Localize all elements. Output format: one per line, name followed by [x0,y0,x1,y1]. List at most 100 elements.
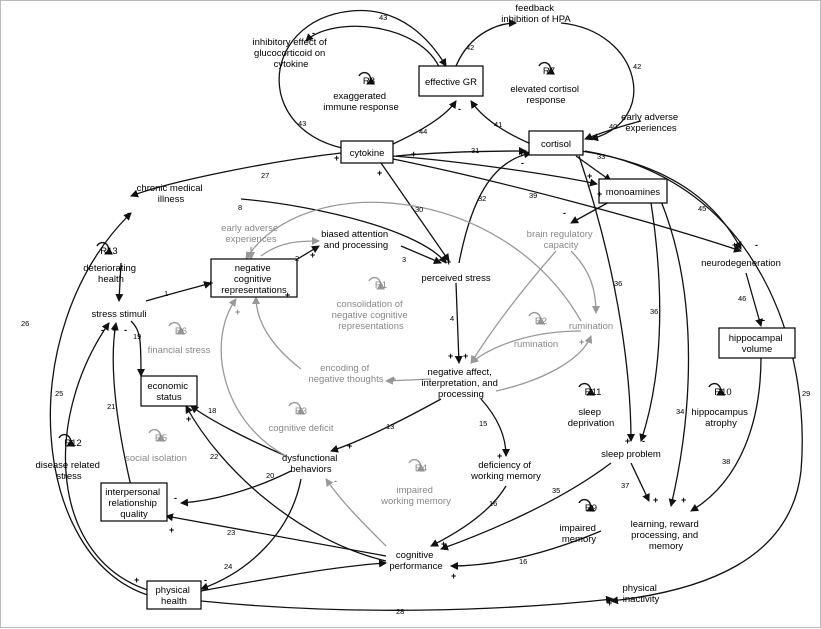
link-num-22: 22 [210,452,218,461]
label-social-isolation: social isolation [125,453,187,464]
label-perceived-stress: perceived stress [421,273,490,284]
link-num-41: 41 [494,120,502,129]
edge-35 [440,462,612,551]
label-impaired-memory: impaired memory [559,523,598,545]
label-biased-attention: biased attention and processing [321,229,391,251]
svg-text:+: + [519,148,524,158]
edge-36b [639,202,661,442]
edge-39 [392,158,742,253]
edge-grey-perf-dysf [325,478,387,547]
edge-21 [110,322,132,487]
loop-icons [58,61,726,512]
link-num-43a: 43 [379,13,387,22]
link-num-2: 2 [295,254,299,263]
edge-15 [480,398,510,457]
edge-44 [392,100,457,145]
label-feedback-hpa: feedback inhibition of HPA [501,3,571,25]
svg-text:+: + [391,374,396,384]
edge-32 [458,150,532,264]
link-num-25: 25 [55,389,63,398]
edges-secondary [220,201,600,547]
edge-36a [578,155,635,442]
box-monoamines [598,178,668,204]
edge-grey-encoding-reps [252,296,302,370]
label-interpersonal: interpersonal relationship quality [105,487,163,520]
edge-8 [240,198,447,264]
edge-30 [380,162,450,262]
svg-text:+: + [451,571,456,581]
link-num-16a: 16 [489,499,497,508]
edge-1 [145,281,212,302]
node-labels: inhibitory effect of glucocorticoid on c… [35,3,782,607]
link-num-36a: 36 [614,279,622,288]
label-disease-related: disease related stress [35,460,102,482]
label-consolidation: consolidation of negative cognitive repr… [332,299,411,332]
edge-43-arc [305,25,442,72]
svg-text:-: - [563,208,566,218]
edge-13 [330,398,442,453]
label-cortisol: cortisol [541,139,571,150]
edge-40 [584,120,642,141]
link-num-44: 44 [419,127,427,136]
polarity-signs: - - + + + + - + + - - + - + + + + + - - … [101,28,765,608]
link-num-42b: 42 [633,62,641,71]
link-num-21: 21 [107,402,115,411]
loop-R8: R8 [363,76,375,87]
box-hippocampal-volume [718,327,796,359]
link-num-31: 31 [471,146,479,155]
svg-text:+: + [310,250,315,260]
edge-grey-brain-rum [570,250,600,314]
link-num-37: 37 [621,481,629,490]
label-impaired-wm: impaired working memory [380,485,451,507]
edge-43-top [278,9,447,152]
label-learning: learning, reward processing, and memory [631,519,702,552]
edge-grey-dysf-reps [220,298,287,457]
svg-text:-: - [101,325,104,335]
link-num-46: 46 [738,294,746,303]
svg-text:-: - [521,158,524,168]
svg-text:+: + [653,495,658,505]
edge-grey-affect-encoding [385,376,432,385]
label-early-adverse-left: early adverse experiences [221,223,281,245]
link-num-4: 4 [450,314,454,323]
edge-24 [200,478,302,591]
label-physical-inactivity: physical inactivity [623,583,660,605]
boxes [100,65,796,610]
svg-text:+: + [441,539,446,549]
label-deteriorating-health: deteriorating health [83,263,138,285]
edge-20 [180,470,292,507]
label-financial-stress: financial stress [148,345,211,356]
edge-29 [584,150,803,605]
edge-31b [392,155,598,187]
link-num-24: 24 [224,562,232,571]
edge-28 [200,595,614,611]
edge-13-up [115,262,124,302]
link-num-34: 34 [676,407,684,416]
label-neurodegeneration: neurodegeneration [701,258,781,269]
link-num-29: 29 [802,389,810,398]
svg-text:+: + [186,414,191,424]
box-effective-gr [418,65,484,97]
link-num-18: 18 [208,406,216,415]
label-physical-health: physical health [156,585,193,607]
link-num-28: 28 [396,607,404,616]
edge-41 [470,100,532,145]
link-num-23: 23 [227,528,235,537]
edge-46 [745,272,763,327]
label-sleep-problem: sleep problem [601,449,661,460]
edge-42-left [455,19,517,67]
edge-31 [395,147,527,157]
loop-labels: R8 R7 R13 R1 R2 R6 R3 R5 R4 R11 R10 R12 … [64,66,731,514]
edge-19 [130,320,145,377]
link-num-15: 15 [479,419,487,428]
box-cytokine [340,140,394,164]
link-num-8: 8 [238,203,242,212]
edge-grey-rumination-reps [245,201,582,322]
link-num-1: 1 [164,289,168,298]
edge-3 [400,245,442,264]
edge-mono-brain [570,200,612,224]
label-cognitive-deficit: cognitive deficit [269,423,334,434]
svg-text:+: + [448,351,453,361]
